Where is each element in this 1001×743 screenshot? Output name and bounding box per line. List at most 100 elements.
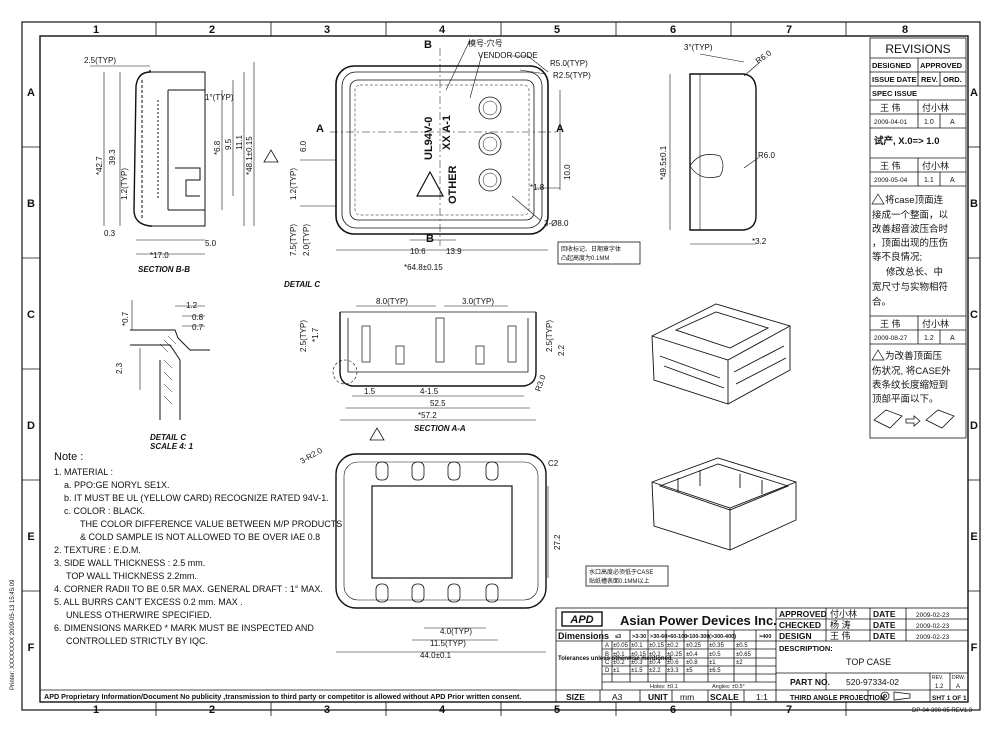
col-label: 2	[209, 704, 215, 716]
tol-header: >60-100	[667, 634, 687, 640]
tol-cell: ±0.15	[649, 643, 665, 649]
note-box-line: 回收标记、日期章字体	[561, 245, 621, 253]
rev-approved: 付小林	[922, 160, 949, 171]
dim-label: *17.0	[150, 251, 169, 260]
row-label: D	[27, 420, 35, 432]
rev-header-approved: APPROVED	[920, 61, 963, 70]
dim-label: 2.3	[115, 362, 124, 374]
dim-label: *64.8±0.15	[404, 263, 443, 272]
row-label: A	[970, 87, 978, 99]
dim-label: *42.7	[95, 156, 104, 175]
rev-text: 等不良情况;	[872, 251, 922, 263]
projection-label: THIRD ANGLE PROJECTION	[790, 695, 885, 702]
dim-label: 13.9	[446, 247, 462, 256]
note-item: & COLD SAMPLE IS NOT ALLOWED TO BE OVER …	[80, 532, 320, 542]
tol-cell: ±0.5	[736, 643, 748, 649]
dim-label: 9.5	[224, 138, 233, 150]
rev-ord: A	[950, 177, 955, 184]
dim-label: 7.5(TYP)	[289, 224, 298, 256]
design-date: 2009-02-23	[916, 634, 950, 641]
dim-label: 2.0(TYP)	[302, 224, 311, 256]
size-label: SIZE	[566, 692, 585, 702]
dim-label: 5.0	[205, 239, 217, 248]
col-label: 6	[670, 704, 676, 716]
tol-cell: ±2.2	[649, 668, 661, 674]
row-label: B	[27, 198, 35, 210]
description-label: DESCRIPTION:	[779, 644, 833, 653]
tol-cell: ±0.6	[667, 660, 679, 666]
approved-label: APPROVED	[779, 609, 827, 619]
tol-cell: ±3.3	[667, 668, 679, 674]
section-bb-view	[90, 62, 255, 255]
row-label: E	[27, 531, 34, 543]
note-item: 3. SIDE WALL THICKNESS : 2.5 mm.	[54, 558, 205, 568]
row-label: D	[970, 420, 978, 432]
date-label: DATE	[873, 609, 896, 619]
detail-c-callout: DETAIL C	[284, 280, 320, 289]
row-label: B	[970, 198, 978, 210]
col-label: 3	[324, 24, 330, 36]
tol-row-grade: C	[605, 660, 610, 666]
design-name: 王 伟	[830, 630, 851, 641]
tol-row-grade: A	[605, 643, 609, 649]
dim-label: 2.2	[557, 344, 566, 356]
isometric-bottom-view	[651, 457, 797, 551]
tol-cell: ±0.4	[649, 660, 661, 666]
col-label: 6	[670, 24, 676, 36]
rev-text: 修改总长、中	[886, 266, 943, 278]
tol-cell: ±0.15	[631, 652, 647, 658]
drw-label: DRW.	[952, 675, 965, 681]
section-mark-a: A	[316, 123, 324, 135]
dim-label: 2.5(TYP)	[545, 320, 554, 352]
sheet-label: SHT 1 OF 1	[932, 695, 967, 702]
dim-label: 0.3	[104, 229, 116, 238]
tol-cell: ±0.35	[709, 643, 725, 649]
tol-cell: ±0.2	[649, 652, 661, 658]
size-value: A3	[612, 692, 623, 702]
tol-cell: ±0.2	[667, 643, 679, 649]
rev-header-issue-date: ISSUE DATE	[872, 75, 916, 84]
rev-date: 2009-08-27	[874, 335, 908, 342]
tol-cell: ±2	[736, 660, 743, 666]
rev-text: 改善超音波压合时	[872, 223, 949, 235]
tol-cell: ±0.8	[686, 660, 698, 666]
dim-label: 3-Ø8.0	[544, 219, 569, 228]
dim-label: 4-1.5	[420, 387, 439, 396]
tol-header: >30-60	[650, 634, 667, 640]
rev-approved: 付小林	[922, 102, 949, 113]
dim-label: *48.1±0.15	[245, 136, 254, 175]
col-label: 1	[93, 24, 99, 36]
row-label: F	[28, 642, 35, 654]
dim-label: 2.5(TYP)	[84, 56, 116, 65]
rev-text: 表条纹长度缩短到	[872, 379, 948, 391]
dim-label: 27.2	[553, 534, 562, 550]
checked-name: 杨 涛	[830, 619, 851, 630]
section-mark-b: B	[424, 39, 432, 51]
checked-label: CHECKED	[779, 620, 821, 630]
col-label: 7	[786, 704, 792, 716]
section-aa-view	[332, 305, 537, 421]
approved-name: 付小林	[830, 608, 857, 619]
section-mark-a: A	[556, 123, 564, 135]
note-box-line: 水口高度必须低于CASE	[589, 568, 653, 576]
section-bb-title: SECTION B-B	[138, 265, 190, 274]
title-block	[555, 607, 969, 703]
tol-header: ≤3	[615, 634, 621, 640]
label-vendor-code: VENDOR CODE	[478, 51, 538, 60]
row-label: C	[970, 309, 978, 321]
tol-cell: ±1	[613, 668, 620, 674]
tol-cell: ±1.5	[631, 668, 643, 674]
tol-cell: ±0.2	[613, 660, 625, 666]
rev-number: 1.2	[924, 335, 934, 342]
notes-block: Note : 1. MATERIAL : a. PPO:GE NORYL SE1…	[54, 451, 342, 646]
tol-cell: ±0.1	[631, 643, 643, 649]
rev-designed: 王 伟	[880, 318, 901, 329]
dim-label: 3-R2.0	[299, 446, 325, 466]
note-item: 4. CORNER RADII TO BE 0.5R MAX. GENERAL …	[54, 584, 323, 594]
scale-label: SCALE	[710, 692, 739, 702]
tol-row-grade: B	[605, 652, 609, 658]
date-label: DATE	[873, 620, 896, 630]
date-label: DATE	[873, 631, 896, 641]
rev-number: 1.0	[924, 119, 934, 126]
revisions-table	[869, 37, 967, 439]
